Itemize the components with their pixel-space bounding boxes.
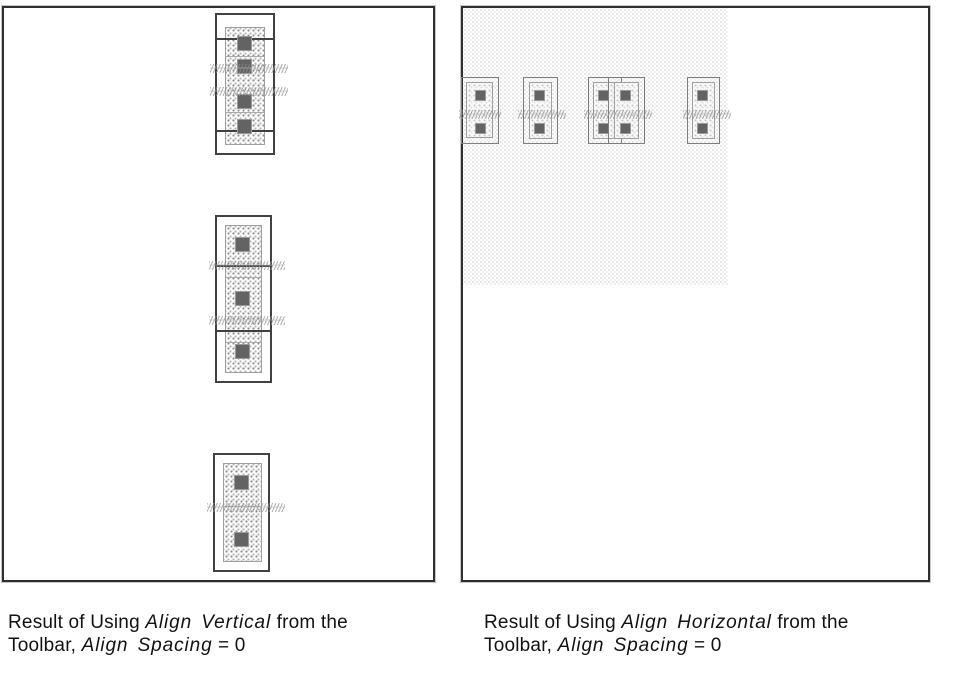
caption-text: Toolbar, (8, 634, 82, 656)
footprint-inner-edge (225, 277, 262, 278)
ghost-reference-label (683, 110, 731, 119)
ghost-reference-label (209, 316, 285, 325)
footprint-outline-edge (215, 330, 272, 332)
pad (698, 124, 707, 133)
ghost-reference-label (459, 110, 501, 119)
grid-stipple-region (463, 8, 728, 285)
pad (621, 91, 630, 100)
pad (238, 120, 251, 133)
ghost-reference-label (584, 110, 652, 119)
ghost-reference-label (209, 261, 285, 270)
pad (235, 533, 248, 546)
caption-text: = 0 (212, 634, 246, 656)
pad (599, 124, 608, 133)
pad (238, 37, 251, 50)
footprint-inner-edge (225, 342, 262, 343)
pad (476, 91, 485, 100)
ghost-reference-label (210, 64, 288, 73)
footprint-inner-edge (225, 56, 265, 57)
pad (698, 91, 707, 100)
pad (238, 95, 251, 108)
footprint-stack-top (210, 13, 288, 155)
caption-align-horizontal: Result of Using Align Horizontal from th… (484, 612, 849, 657)
caption-text: from the (771, 612, 849, 633)
caption-text: Toolbar, (484, 634, 558, 656)
pad (236, 238, 249, 251)
align-horizontal-panel (459, 6, 930, 582)
caption-setting-name: Align Spacing (557, 634, 689, 656)
footprint-inner-edge (225, 112, 265, 113)
footprint-stack-bottom (207, 453, 285, 572)
pad (476, 124, 485, 133)
ghost-reference-label (518, 110, 566, 119)
caption-text: Result of Using (8, 612, 146, 633)
pad (235, 476, 248, 489)
pad (236, 292, 249, 305)
pad (236, 345, 249, 358)
pad (535, 124, 544, 133)
pad (621, 124, 630, 133)
caption-text: from the (271, 612, 348, 633)
caption-command-name: Align Vertical (145, 612, 272, 633)
pad (535, 91, 544, 100)
caption-align-vertical: Result of Using Align Vertical from the … (8, 612, 348, 657)
caption-text: Result of Using (484, 612, 622, 633)
align-vertical-panel (2, 6, 435, 582)
caption-text: = 0 (688, 634, 722, 656)
ghost-reference-label (207, 503, 285, 512)
caption-setting-name: Align Spacing (81, 634, 213, 656)
footprint-stack-middle (209, 215, 285, 383)
caption-command-name: Align Horizontal (621, 612, 772, 633)
ghost-reference-label (210, 87, 288, 96)
pad (599, 91, 608, 100)
